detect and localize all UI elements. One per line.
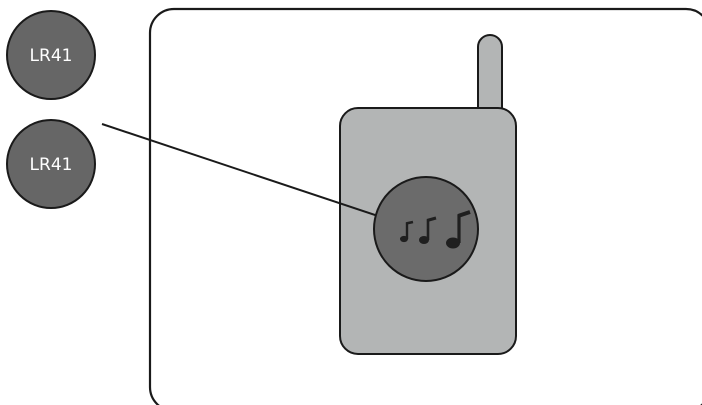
battery-top: LR41 <box>7 11 95 99</box>
battery-label-top: LR41 <box>30 46 73 66</box>
battery-bottom: LR41 <box>7 120 95 208</box>
melody-button <box>374 177 478 281</box>
battery-label-bottom: LR41 <box>30 155 73 175</box>
